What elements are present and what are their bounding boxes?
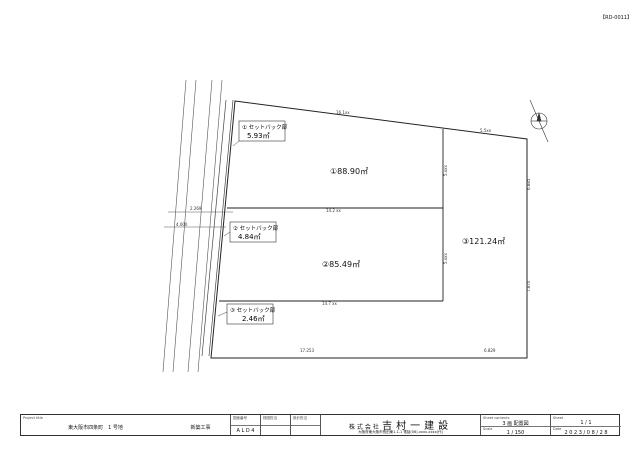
dim-top-left: 16.1xx	[336, 110, 350, 115]
lot-divisions	[219, 129, 444, 302]
sheet-caption: Sheet	[553, 416, 564, 420]
date-value: 2 0 2 3 / 0 8 / 2 8	[564, 430, 608, 436]
title-block: Project title 東大阪市四条町 1 号地 新築工事 図面番号 A L…	[20, 414, 621, 436]
area-label-1: ①88.90㎡	[330, 167, 368, 176]
company-address: 大阪府東大阪市長田東1-1-1 電話(06)-xxxx-xxxx(代)	[358, 430, 443, 434]
drawing-title-caption: Sheet contents	[483, 416, 510, 420]
drawing-no-caption: 図面番号	[233, 416, 247, 420]
setback-1-area: 5.93㎡	[247, 132, 270, 140]
dim-inner-upper: 5.xxx	[443, 164, 448, 176]
date-caption: Date	[553, 427, 562, 431]
project-caption: Project title	[23, 416, 43, 420]
dim-right-lower: 7.870	[526, 280, 531, 292]
lot-outline	[210, 100, 528, 359]
work-type: 新築工事	[190, 425, 211, 431]
design-caption: 設計担当	[293, 416, 307, 420]
design-cell: 設計担当	[291, 415, 321, 435]
check-cell: 検図担当	[261, 415, 291, 435]
drawing-title-cell: Sheet contents 3 画 配置図 Scale 1 / 150	[481, 415, 551, 436]
setback-3-area: 2.46㎡	[242, 315, 265, 323]
road-dimension-lines	[164, 211, 233, 228]
scale-value: 1 / 150	[506, 430, 525, 436]
setback-2-area: 4.84㎡	[238, 233, 261, 241]
dim-mid-lower: 14.7 xx	[322, 301, 338, 306]
sheet-date-cell: Sheet 1 / 1 Date 2 0 2 3 / 0 8 / 2 8	[551, 415, 621, 436]
drawing-no-value: A L D 4	[236, 428, 255, 434]
company-name: 吉村一建設	[382, 421, 453, 432]
drawing-title-value: 3 画 配置図	[502, 421, 529, 427]
dim-road-upper: 2.269	[190, 206, 202, 211]
area-label-2: ②85.49㎡	[322, 260, 360, 269]
dim-mid-upper: 14.2 xx	[326, 208, 342, 213]
setback-lines	[201, 99, 234, 357]
dim-top-right: 5.5xx	[480, 128, 492, 133]
sheet-value: 1 / 1	[580, 420, 592, 426]
dim-bottom-left: 17.253	[300, 348, 314, 353]
setback-callout-2: ② セットバック部 4.84㎡	[223, 221, 279, 243]
dim-bottom-right: 6.829	[484, 348, 496, 353]
road-lines	[162, 79, 223, 373]
north-arrow-icon	[529, 99, 549, 143]
setback-callout-3: ③ セットバック部 2.46㎡	[217, 303, 276, 325]
area-label-3: ③121.24㎡	[462, 237, 505, 246]
setback-callout-1: ① セットバック部 5.93㎡	[232, 120, 288, 147]
setback-1-title: ① セットバック部	[242, 123, 288, 131]
drawing-no-cell: 図面番号 A L D 4	[231, 415, 261, 435]
project-cell: Project title 東大阪市四条町 1 号地 新築工事	[21, 415, 231, 435]
sheet-id: 【RD-0011】	[600, 15, 632, 21]
dim-road-lower: 4.000	[176, 222, 188, 227]
setback-2-title: ② セットバック部	[233, 224, 279, 232]
check-caption: 検図担当	[263, 416, 277, 420]
scale-caption: Scale	[483, 427, 493, 431]
dim-inner-lower: 5.xxx	[443, 252, 448, 264]
setback-3-title: ③ セットバック部	[230, 306, 276, 314]
dim-right-upper: 6.885	[526, 178, 531, 190]
project-value: 東大阪市四条町 1 号地	[68, 425, 123, 431]
company-prefix: 株式会社	[348, 424, 381, 431]
company-cell: 株式会社 吉村一建設 大阪府東大阪市長田東1-1-1 電話(06)-xxxx-x…	[321, 415, 481, 435]
